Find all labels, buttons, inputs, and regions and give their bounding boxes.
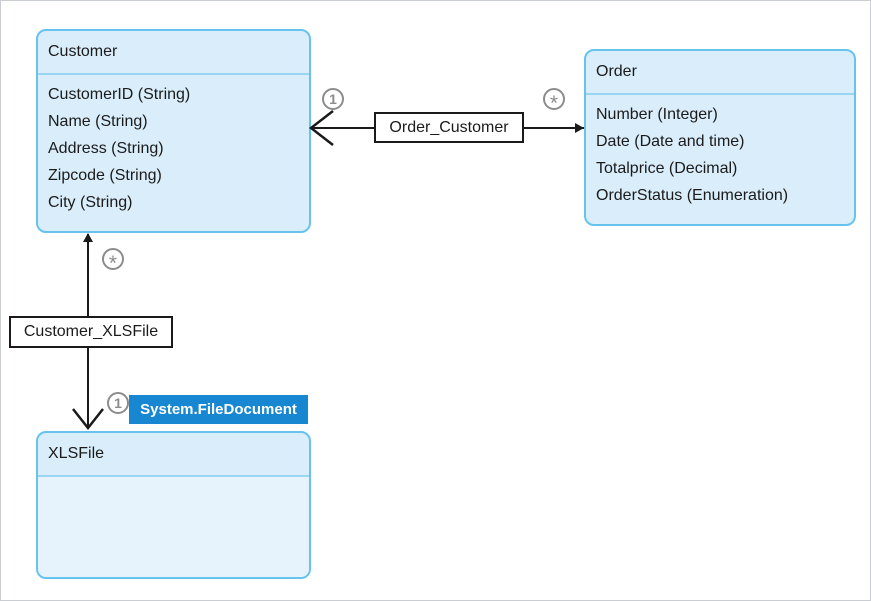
entity-title: Order: [596, 63, 637, 80]
entity-xlsfile[interactable]: XLSFile: [36, 431, 311, 579]
entity-customer[interactable]: Customer CustomerID (String) Name (Strin…: [36, 29, 311, 233]
entity-attribute-list: CustomerID (String) Name (String) Addres…: [38, 75, 309, 216]
entity-attribute-list: Number (Integer) Date (Date and time) To…: [586, 95, 854, 209]
filled-arrowhead-icon: [83, 233, 93, 242]
entity-header: Customer: [38, 31, 309, 75]
attribute-row[interactable]: Number (Integer): [596, 106, 718, 123]
filled-arrowhead-icon: [575, 123, 584, 133]
entity-title: Customer: [48, 43, 118, 60]
entity-attribute-list: [38, 477, 309, 577]
entity-header: Order: [586, 51, 854, 95]
multiplicity-badge-one: 1: [322, 88, 344, 110]
entity-header: XLSFile: [38, 433, 309, 477]
attribute-row[interactable]: Date (Date and time): [596, 133, 745, 150]
attribute-row[interactable]: City (String): [48, 194, 133, 211]
generalization-badge: System.FileDocument: [129, 395, 308, 424]
association-label-customer-xlsfile[interactable]: Customer_XLSFile: [9, 316, 173, 348]
attribute-row[interactable]: Totalprice (Decimal): [596, 160, 738, 177]
attribute-row[interactable]: CustomerID (String): [48, 86, 191, 103]
association-label-order-customer[interactable]: Order_Customer: [374, 112, 524, 143]
entity-title: XLSFile: [48, 445, 105, 462]
multiplicity-badge-one: 1: [107, 392, 129, 414]
attribute-row[interactable]: Address (String): [48, 140, 164, 157]
attribute-row[interactable]: OrderStatus (Enumeration): [596, 187, 789, 204]
multiplicity-badge-many: *: [102, 248, 124, 274]
open-arrowhead-icon: [72, 408, 104, 431]
attribute-row[interactable]: Name (String): [48, 113, 148, 130]
attribute-row[interactable]: Zipcode (String): [48, 167, 162, 184]
entity-order[interactable]: Order Number (Integer) Date (Date and ti…: [584, 49, 856, 226]
open-arrowhead-icon: [309, 110, 334, 146]
multiplicity-badge-many: *: [543, 88, 565, 114]
